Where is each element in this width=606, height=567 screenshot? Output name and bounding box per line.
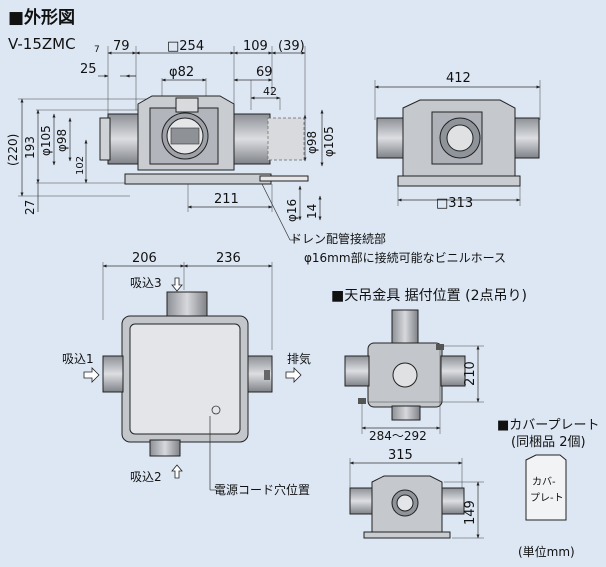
front-view: 79 □254 109 (39) 25 φ82 69 42 (220) 193 … bbox=[6, 39, 506, 265]
exhaust-arrow-icon bbox=[285, 367, 302, 383]
side-view: 412 □313 bbox=[374, 71, 541, 211]
inlet-3-label: 吸込3 bbox=[130, 276, 162, 290]
drain-note-line1: ドレン配管接続部 bbox=[290, 231, 386, 246]
cover-plate-icon bbox=[525, 454, 567, 521]
dim-phi105-right: φ105 bbox=[322, 126, 336, 157]
dim-39: (39) bbox=[278, 39, 305, 54]
dim-315: 315 bbox=[388, 448, 413, 463]
dim-69: 69 bbox=[256, 65, 273, 80]
dim-109: 109 bbox=[243, 39, 268, 54]
dim-phi98-right: φ98 bbox=[305, 131, 319, 154]
cover-plate-label-2: プレ-ト bbox=[530, 492, 564, 504]
arrow-right-icon bbox=[83, 367, 100, 383]
dim-27: 27 bbox=[23, 200, 37, 215]
dim-phi16: φ16 bbox=[285, 199, 299, 222]
unit-note: (単位mm) bbox=[518, 544, 575, 559]
drain-note-line2: φ16mm部に接続可能なビニルホース bbox=[304, 250, 506, 265]
dim-313: □313 bbox=[436, 196, 473, 211]
dim-phi82: φ82 bbox=[169, 65, 194, 80]
dim-42: 42 bbox=[263, 85, 277, 98]
power-cord-note: 電源コード穴位置 bbox=[214, 482, 310, 497]
cover-plate-heading: ■カバープレート bbox=[497, 418, 600, 433]
dim-25: 25 bbox=[80, 62, 97, 77]
dim-412: 412 bbox=[446, 71, 471, 86]
arrow-up-icon bbox=[171, 464, 183, 479]
plan-view: 206 236 吸込3 吸込1 排気 吸込2 電源コード穴位置 bbox=[62, 251, 311, 497]
drawing-title: ■外形図 bbox=[8, 7, 75, 28]
dim-220: (220) bbox=[6, 134, 20, 166]
cover-plate-label-1: カバ- bbox=[532, 476, 556, 488]
dim-236: 236 bbox=[216, 251, 241, 266]
cover-plate-sub: (同梱品 2個) bbox=[511, 435, 586, 450]
dim-211: 211 bbox=[214, 192, 239, 207]
dim-14: 14 bbox=[305, 204, 319, 219]
model-number: V-15ZMC bbox=[8, 35, 76, 53]
dim-254: □254 bbox=[167, 39, 204, 54]
dim-79: 79 bbox=[113, 39, 130, 54]
inlet-2-label: 吸込2 bbox=[130, 470, 162, 484]
dim-149: 149 bbox=[463, 500, 478, 525]
cover-plate: ■カバープレート (同梱品 2個) カバ- プレ-ト bbox=[497, 418, 600, 521]
dim-phi105-left: φ105 bbox=[39, 125, 53, 156]
dim-284-292: 284～292 bbox=[369, 429, 427, 443]
dim-210: 210 bbox=[463, 361, 478, 386]
hanger-view: ■天吊金具 据付位置 (2点吊り) 210 284～292 bbox=[331, 288, 527, 443]
dim-206: 206 bbox=[132, 251, 157, 266]
dim-phi98-left: φ98 bbox=[55, 129, 69, 152]
dim-102: 102 bbox=[75, 156, 86, 175]
arrow-down-icon bbox=[171, 277, 183, 292]
hanger-heading: ■天吊金具 据付位置 (2点吊り) bbox=[331, 288, 527, 304]
power-cord-hole-icon bbox=[211, 405, 221, 415]
dim-193: 193 bbox=[23, 136, 37, 159]
model-subscript: 7 bbox=[94, 45, 100, 55]
inlet-1-label: 吸込1 bbox=[62, 352, 94, 366]
small-front-view: 315 149 bbox=[349, 448, 484, 539]
exhaust-label: 排気 bbox=[287, 351, 311, 366]
